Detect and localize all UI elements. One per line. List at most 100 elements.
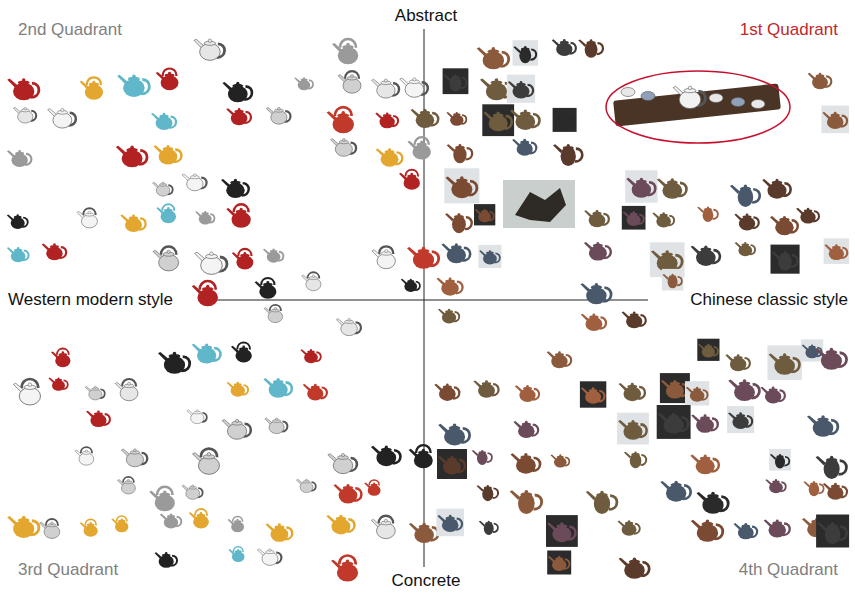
teapot-body: [513, 84, 530, 98]
teapot-knob: [277, 378, 280, 381]
sculpture-teapot: [515, 188, 566, 222]
teapot-knob: [128, 382, 131, 385]
teapot-knob: [305, 479, 307, 481]
teapot-icon: [111, 516, 128, 532]
teapot-icon: [697, 207, 718, 223]
teapot-knob: [385, 250, 388, 253]
teapot-icon: [816, 515, 849, 548]
teapot-body: [159, 149, 178, 165]
teapot-knob: [342, 139, 345, 142]
teapot-icon: [546, 515, 578, 547]
teapot-icon: [154, 552, 177, 568]
photo-thumb: [816, 515, 849, 548]
teapot-body: [123, 79, 145, 97]
teapot-icon: [80, 519, 98, 536]
teapot-body: [825, 524, 840, 544]
teapot-body: [306, 278, 321, 291]
teapot-body: [53, 112, 72, 128]
teapot-knob: [341, 111, 345, 115]
teapot-knob: [132, 214, 135, 217]
photo-thumb: [622, 206, 646, 230]
teapot-body: [697, 524, 718, 542]
teapot-spout: [803, 481, 810, 487]
teapot-body: [161, 75, 179, 90]
teapot-knob: [163, 490, 166, 493]
teapot-knob: [631, 383, 634, 386]
teapot-body: [452, 215, 466, 233]
teapot-icon: [80, 77, 103, 99]
teapot-icon: [660, 481, 690, 502]
teapot-body: [439, 387, 456, 401]
teapot-knob: [775, 179, 778, 182]
teapot-body: [307, 387, 323, 401]
teapot-body: [442, 518, 459, 532]
teapot-spout: [443, 74, 451, 81]
teapot-knob: [200, 512, 203, 515]
teapot-knob: [127, 479, 129, 481]
teapot-body: [197, 347, 216, 363]
teapot-icon: [625, 170, 657, 202]
teapot-body: [515, 113, 535, 129]
photo-thumb: [444, 168, 479, 203]
teapot-knob: [266, 281, 269, 284]
photo-thumb: [769, 449, 791, 471]
teapot-knob: [481, 450, 483, 452]
teapot-body: [585, 317, 602, 331]
teapot-body: [517, 142, 533, 156]
teapot-icon: [584, 210, 609, 227]
teapot-knob: [243, 252, 246, 255]
teapot-spout: [817, 522, 827, 531]
teapot-knob: [671, 178, 674, 181]
teapot-body: [44, 525, 60, 538]
teapot-icon: [622, 206, 646, 230]
teapot-knob: [130, 146, 133, 149]
teapot-icon: [400, 78, 428, 97]
teapot-icon: [482, 104, 514, 136]
teapot-body: [668, 275, 678, 288]
teapot-knob: [783, 216, 786, 219]
teapot-spout: [513, 46, 521, 53]
teapot-icon: [77, 208, 97, 228]
teapot-icon: [515, 385, 539, 402]
teapot-body: [442, 312, 456, 324]
teapot-icon: [265, 418, 288, 434]
teapot-icon: [264, 305, 283, 323]
teapot-body: [304, 352, 318, 363]
teapot-knob: [193, 174, 196, 177]
teapot-spout: [553, 114, 560, 120]
teapot-body: [405, 82, 424, 98]
teapot-knob: [459, 144, 462, 147]
teapot-icon: [187, 410, 207, 424]
photo-thumb: [443, 68, 469, 94]
teapot-knob: [523, 139, 526, 142]
teapot-icon: [156, 204, 176, 223]
teapot-icon: [441, 243, 470, 263]
teapot-icon: [153, 246, 179, 270]
teapot-knob: [831, 522, 834, 525]
teapot-knob: [488, 521, 490, 523]
teapot-body: [552, 559, 566, 571]
teapot-icon: [226, 108, 251, 125]
teapot-handle: [465, 217, 472, 229]
teapot-icon: [807, 415, 838, 437]
teapot-body: [193, 515, 209, 528]
teapot-icon: [7, 516, 39, 538]
teapot-knob: [640, 178, 643, 181]
teapot-body: [377, 523, 396, 539]
teapot-body: [827, 115, 844, 129]
teapot-icon: [296, 479, 315, 492]
teapot-icon: [182, 174, 206, 191]
teapot-body: [623, 386, 641, 401]
teapot-icon: [401, 279, 420, 292]
teapot-knob: [631, 420, 634, 423]
teapot-body: [159, 254, 179, 271]
teapot-icon: [512, 139, 536, 156]
teapot-icon: [266, 107, 290, 124]
teapot-knob: [744, 185, 747, 188]
teapot-knob: [696, 387, 698, 389]
teapot-icon: [116, 146, 147, 168]
teapot-knob: [446, 384, 449, 387]
teapot-icon: [617, 413, 649, 445]
teapot-knob: [492, 47, 496, 51]
teapot-body: [552, 526, 571, 542]
